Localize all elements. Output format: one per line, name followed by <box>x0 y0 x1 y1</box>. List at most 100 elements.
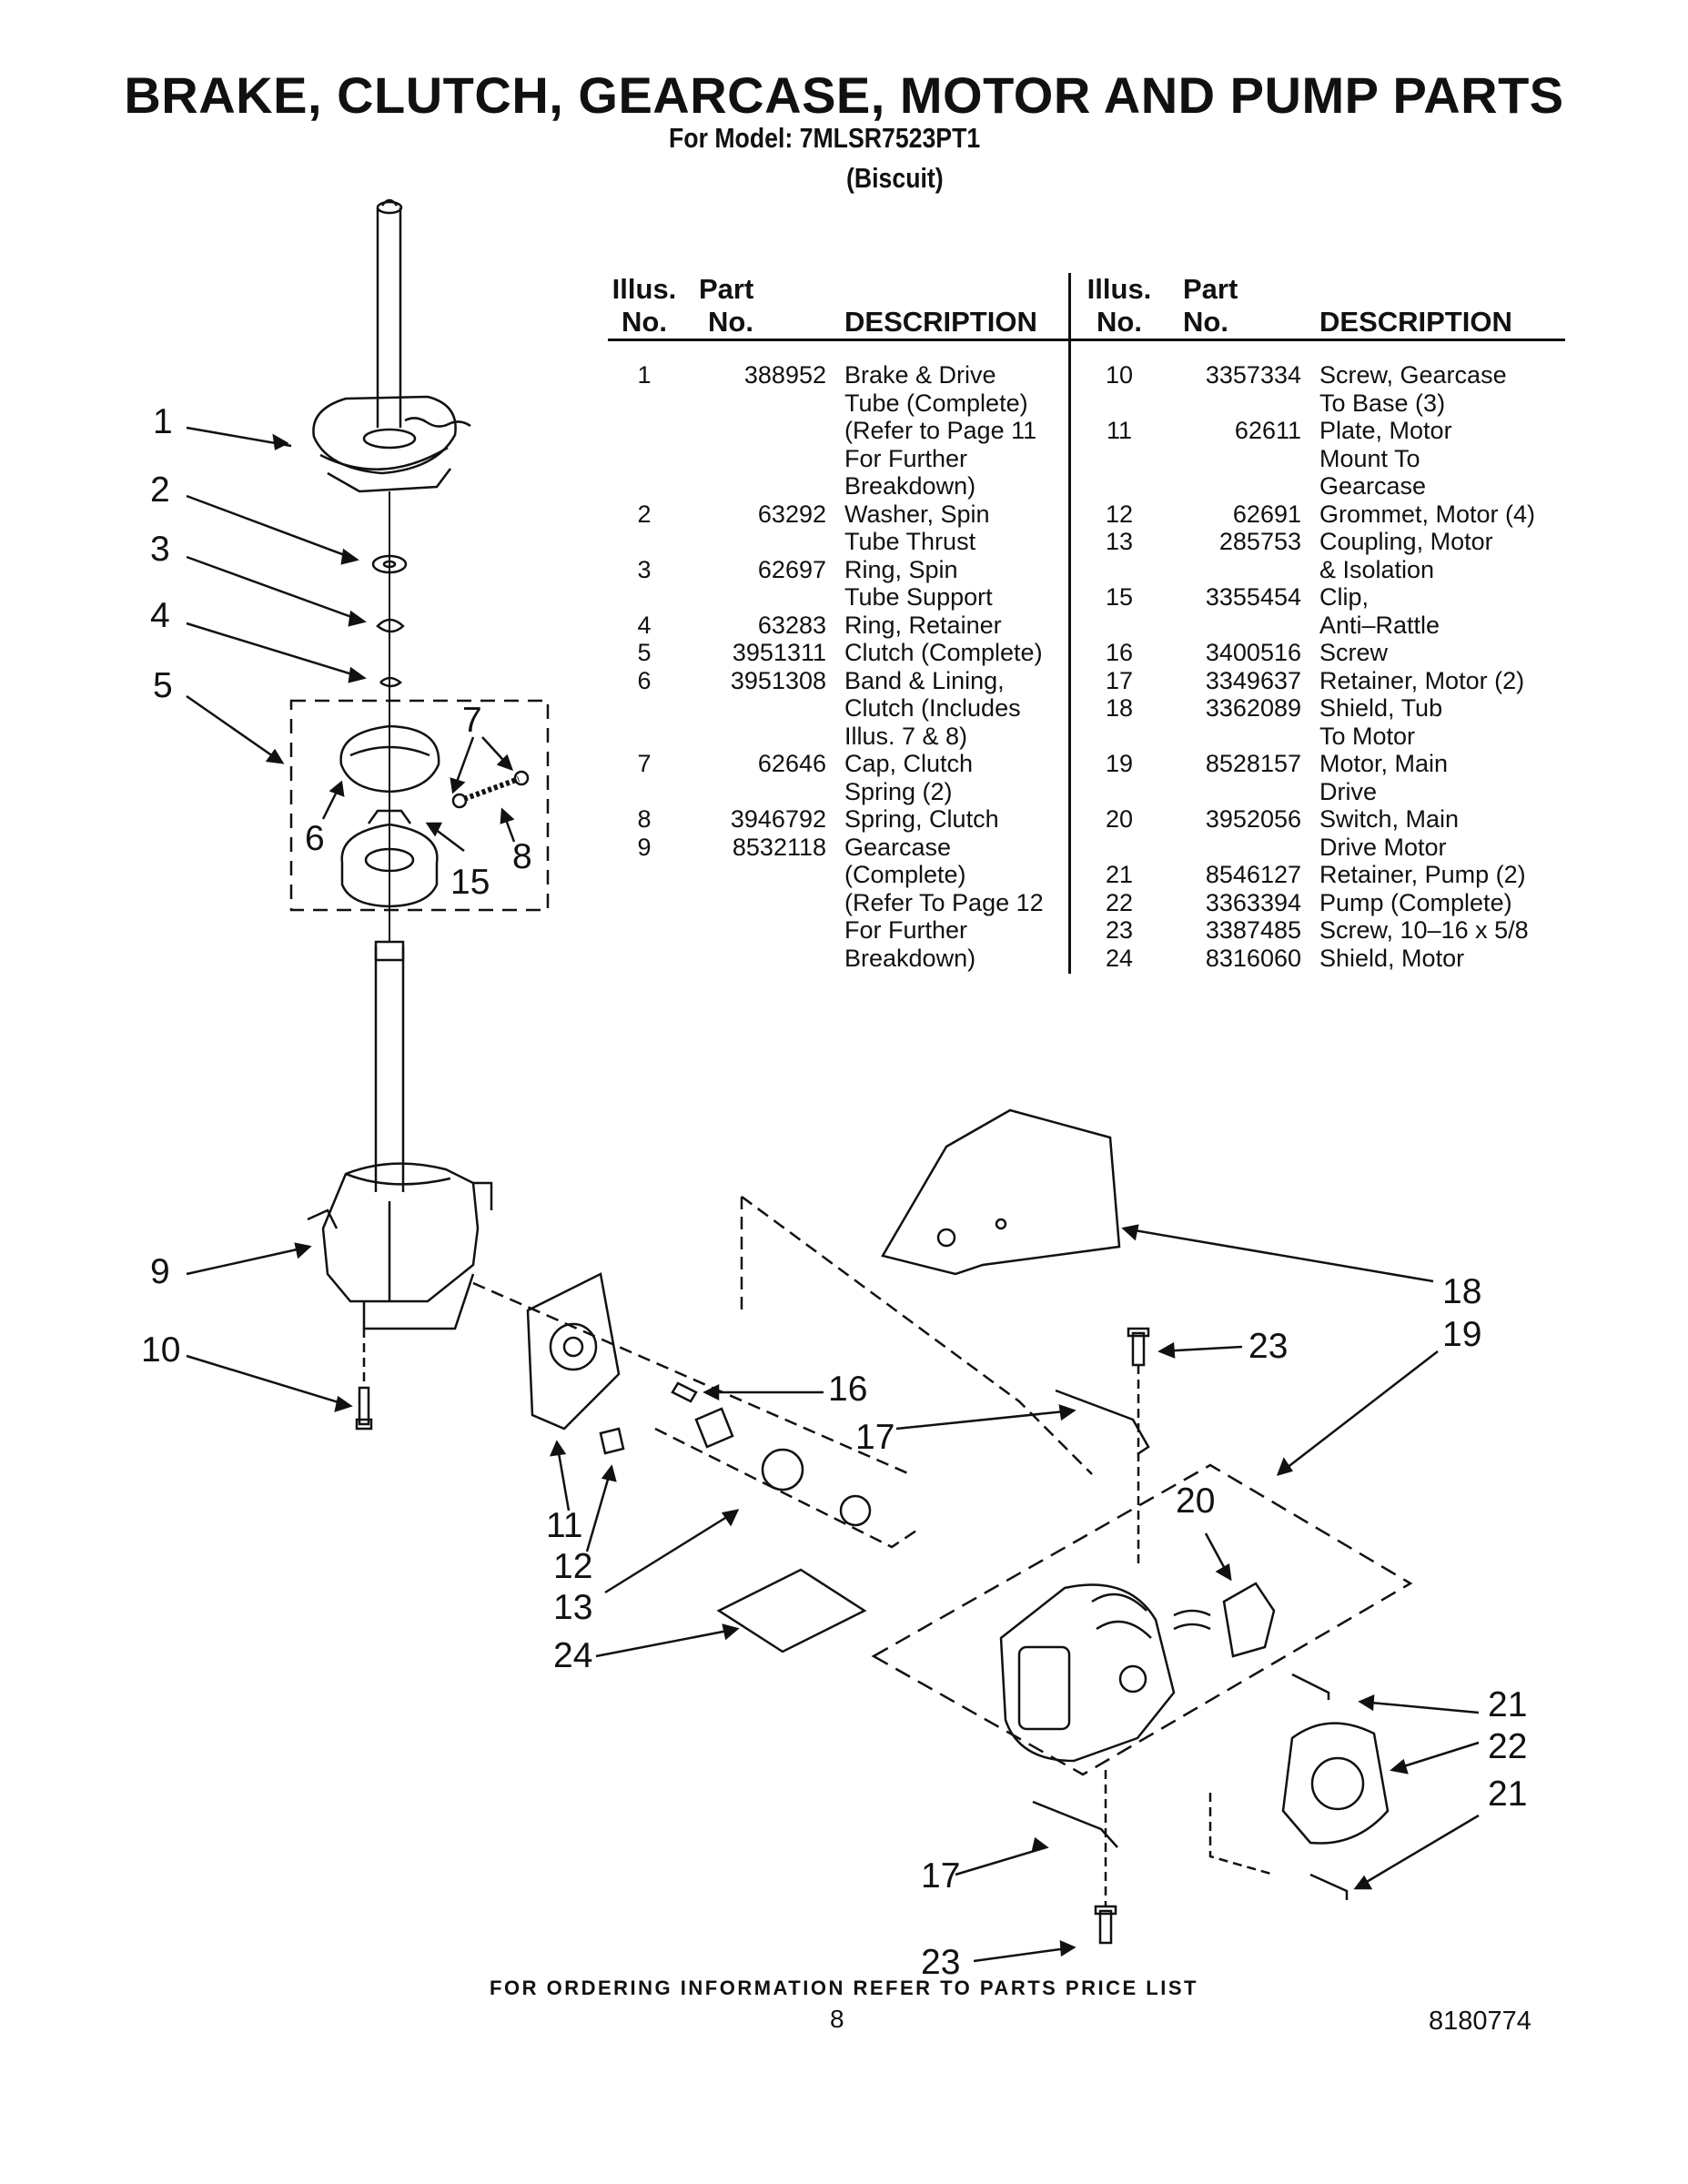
part-description: Pump (Complete) <box>1319 888 1512 916</box>
part-number: 8528157 <box>1205 750 1301 777</box>
part-description: Spring, Clutch <box>844 805 999 833</box>
part-number: 3952056 <box>1205 805 1301 833</box>
parts-row: 23 3387485 Screw, 10–16 x 5/8 <box>1083 916 1565 945</box>
part-number: 285753 <box>1218 528 1301 555</box>
header-description: DESCRIPTION <box>837 306 1090 341</box>
motor-assembly-box <box>871 1463 1413 1776</box>
callout-22: 22 <box>1488 1727 1528 1766</box>
part-number: 62691 <box>1232 500 1301 528</box>
callout-18: 18 <box>1442 1272 1482 1311</box>
illus-number: 1 <box>637 361 652 389</box>
brake-drive-tube-drawing <box>312 198 471 493</box>
callout-8: 8 <box>512 837 532 876</box>
callout-17-lower: 17 <box>921 1856 961 1896</box>
part-number: 3951308 <box>730 666 826 694</box>
part-description: Gearcase (Complete) (Refer To Page 12 Fo… <box>844 833 1044 972</box>
callout-11: 11 <box>546 1506 583 1545</box>
illus-number: 16 <box>1105 639 1134 666</box>
illus-number: 21 <box>1105 861 1134 888</box>
header-part-bottom: No. <box>1156 306 1312 341</box>
part-description: Shield, Tub To Motor <box>1319 694 1443 750</box>
illus-number: 6 <box>637 666 652 694</box>
parts-row: 6 3951308 Band & Lining, Clutch (Includes … <box>608 667 1090 751</box>
parts-row: 13 285753 Coupling, Motor & Isolation <box>1083 528 1565 583</box>
part-description: Clip, Anti–Rattle <box>1319 583 1440 639</box>
callout-10: 10 <box>141 1330 181 1370</box>
callout-6: 6 <box>305 819 325 858</box>
part-description: Ring, Retainer <box>844 611 1002 639</box>
part-number: 3387485 <box>1205 916 1301 944</box>
part-number: 8532118 <box>732 833 826 861</box>
header-description: DESCRIPTION <box>1312 306 1565 341</box>
illus-number: 9 <box>637 833 652 861</box>
illus-number: 17 <box>1105 666 1134 694</box>
callout-2: 2 <box>150 470 170 510</box>
callout-23-lower: 23 <box>921 1943 961 1982</box>
part-number: 3951311 <box>732 639 826 666</box>
part-description: Motor, Main Drive <box>1319 750 1449 805</box>
part-description: Screw, 10–16 x 5/8 <box>1319 916 1529 944</box>
header-part-top: Part <box>699 273 754 305</box>
part-description: Grommet, Motor (4) <box>1319 500 1536 528</box>
callout-3: 3 <box>150 530 170 569</box>
callout-24: 24 <box>553 1636 593 1675</box>
color-line: (Biscuit) <box>846 162 944 194</box>
callout-1: 1 <box>153 402 173 441</box>
model-line: For Model: 7MLSR7523PT1 <box>669 122 981 154</box>
part-description: Screw <box>1319 639 1389 666</box>
illus-number: 3 <box>637 555 652 583</box>
ordering-info-footer: FOR ORDERING INFORMATION REFER TO PARTS … <box>490 1977 1198 1999</box>
illus-number: 18 <box>1105 694 1134 722</box>
illus-number: 10 <box>1105 361 1134 389</box>
illus-number: 7 <box>637 750 652 777</box>
part-number: 62697 <box>757 555 826 583</box>
callout-4: 4 <box>150 596 170 635</box>
callout-15: 15 <box>450 863 490 902</box>
part-description: Cap, Clutch Spring (2) <box>844 750 974 805</box>
callout-20: 20 <box>1176 1481 1216 1521</box>
callout-16: 16 <box>828 1370 868 1409</box>
part-description: Band & Lining, Clutch (Includes Illus. 7… <box>844 666 1021 750</box>
part-description: Clutch (Complete) <box>844 639 1043 666</box>
header-illus-bottom: No. <box>1083 306 1156 341</box>
illus-number: 20 <box>1105 805 1134 833</box>
illus-number: 23 <box>1105 916 1134 944</box>
part-description: Shield, Motor <box>1319 944 1465 972</box>
callout-21-upper: 21 <box>1488 1685 1528 1724</box>
gearcase-drawing <box>307 1162 493 1330</box>
document-number: 8180774 <box>1429 2007 1531 2036</box>
callout-9: 9 <box>150 1252 170 1291</box>
part-description: Plate, Motor Mount To Gearcase <box>1319 417 1452 500</box>
header-part-bottom: No. <box>681 306 837 341</box>
illus-number: 5 <box>637 639 652 666</box>
callout-17-upper: 17 <box>855 1418 895 1457</box>
part-description: Screw, Gearcase To Base (3) <box>1319 361 1507 417</box>
illus-number: 8 <box>637 805 652 833</box>
part-number: 8316060 <box>1205 944 1301 972</box>
part-number: 3349637 <box>1205 666 1301 694</box>
callout-5: 5 <box>153 666 173 705</box>
part-description: Coupling, Motor & Isolation <box>1319 528 1493 583</box>
header-illus-top: Illus. <box>1087 273 1152 305</box>
callout-13: 13 <box>553 1588 593 1627</box>
callout-19: 19 <box>1442 1315 1482 1354</box>
callout-12: 12 <box>553 1547 593 1586</box>
illus-number: 13 <box>1105 528 1134 555</box>
header-illus-bottom: No. <box>608 306 681 341</box>
part-number: 62611 <box>1234 417 1301 444</box>
part-description: Brake & Drive Tube (Complete) (Refer to … <box>844 361 1037 500</box>
